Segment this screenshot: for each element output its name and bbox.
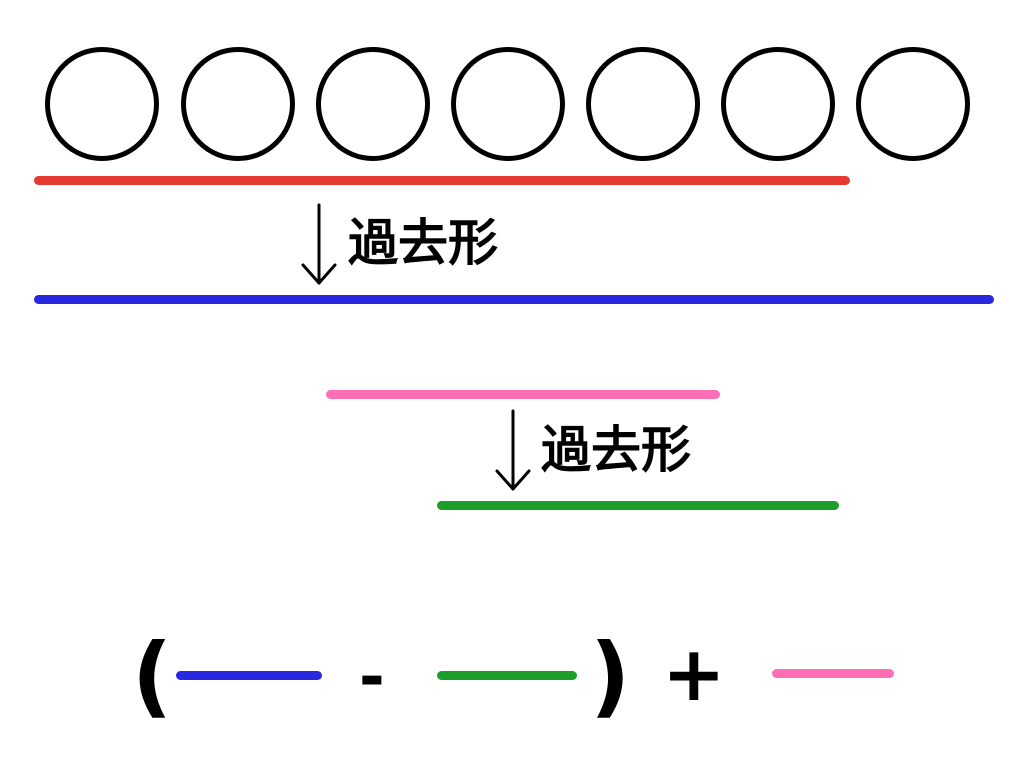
formula-green-line [437,671,577,680]
down-arrow-icon [301,203,337,285]
minus-sign: - [359,640,385,713]
circle [45,47,159,161]
formula-blue-line [176,671,322,680]
circle [856,47,970,161]
circle [586,47,700,161]
circle [316,47,430,161]
circle [451,47,565,161]
circle [181,47,295,161]
down-arrow-icon [495,409,531,491]
plus-sign: + [662,629,726,718]
step1-label: 過去形 [348,214,498,272]
circle [721,47,835,161]
blue-line [34,295,994,304]
close-paren: ) [590,624,631,727]
red-line [34,176,850,185]
pink-line [326,390,720,399]
step2-label: 過去形 [541,421,691,479]
green-line [437,501,839,510]
open-paren: ( [132,624,173,727]
formula-pink-line [772,669,894,678]
